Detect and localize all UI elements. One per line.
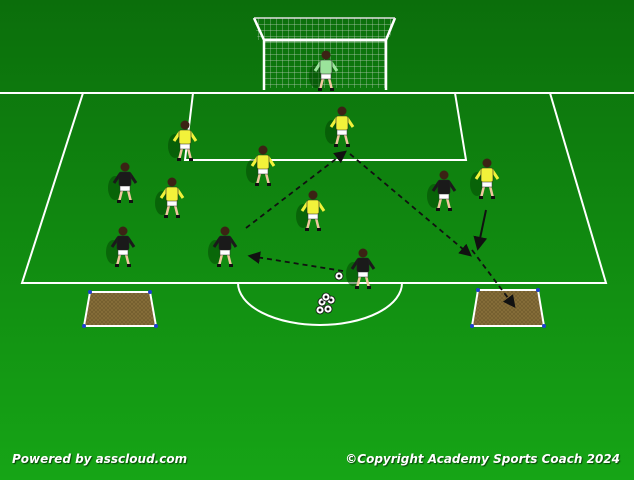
defender-player [106, 226, 136, 267]
soccer-ball-icon [323, 304, 333, 314]
defender-player [346, 248, 376, 289]
attacker-player [246, 145, 276, 186]
powered-by-text: Powered by asscloud.com [12, 452, 188, 466]
soccer-ball-icon [321, 292, 331, 302]
balls-group [315, 271, 344, 315]
defender-player [427, 170, 457, 211]
mini-goal-left [82, 290, 158, 328]
penalty-arc [237, 282, 403, 326]
goalkeeper-player [309, 50, 339, 91]
run-arrow [473, 209, 488, 251]
defender-player [208, 226, 238, 267]
players-group [106, 50, 500, 289]
defender-player [108, 162, 138, 203]
pass-arrow-1 [247, 251, 344, 272]
attacker-player [325, 106, 355, 147]
attacker-player [470, 158, 500, 199]
attacker-player [168, 120, 198, 161]
mini-goal-right [470, 288, 546, 328]
copyright-text: ©Copyright Academy Sports Coach 2024 [345, 452, 620, 466]
attacker-player [155, 177, 185, 218]
penalty-area [20, 92, 608, 284]
pass-arrow-2 [245, 150, 347, 229]
attacker-player [296, 190, 326, 231]
soccer-ball-icon [315, 305, 325, 315]
pass-arrow-3 [349, 153, 472, 257]
soccer-ball-icon [334, 271, 344, 281]
shot-arrow [471, 249, 516, 309]
